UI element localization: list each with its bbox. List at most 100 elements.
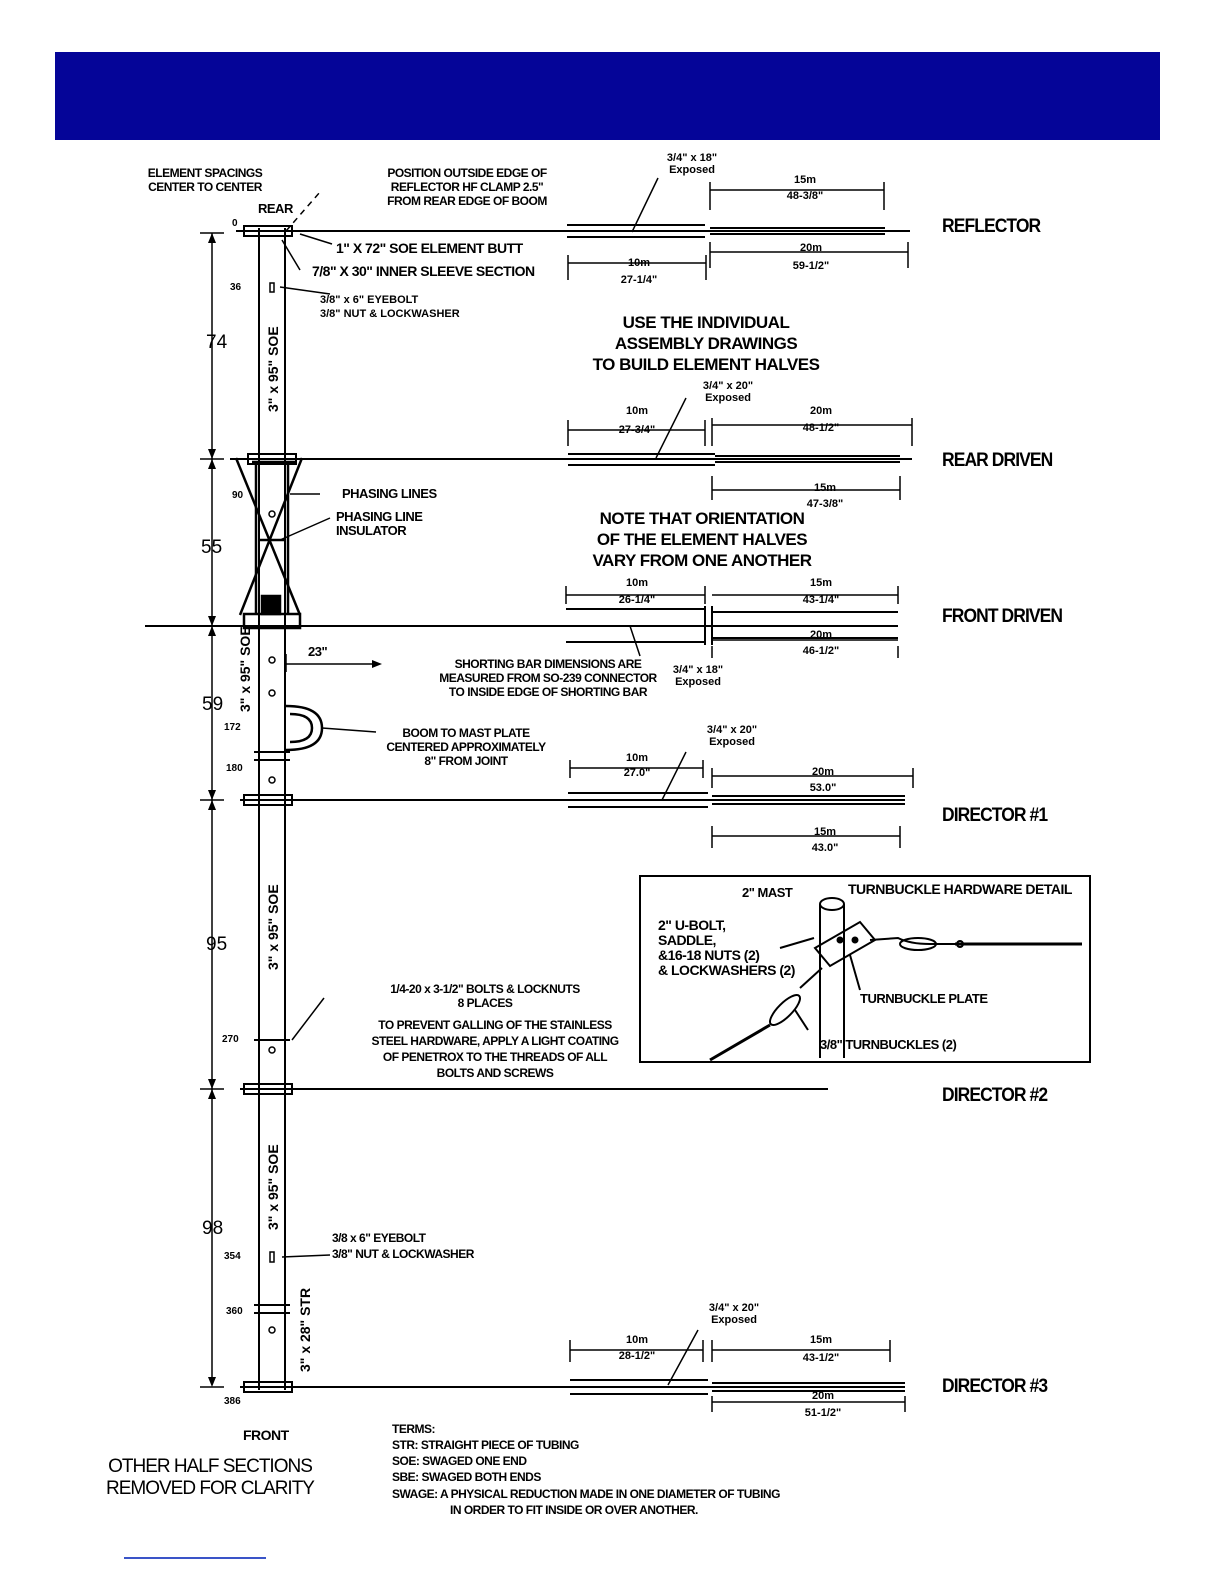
element-name-director-2: DIRECTOR #2 <box>942 1085 1048 1106</box>
mast-plate-note: BOOM TO MAST PLATE CENTERED APPROXIMATEL… <box>386 726 546 768</box>
director3-15m: 15m <box>809 1334 833 1346</box>
element-dimension-brackets <box>565 182 914 1412</box>
pos-180: 180 <box>226 763 243 774</box>
boom-label-3: 3" x 95" SOE <box>265 884 281 970</box>
boom-label-2: 3" x 95" SOE <box>237 626 253 712</box>
turnbuckle-detail-box <box>639 875 1091 1063</box>
shorting-bar-note: SHORTING BAR DIMENSIONS ARE MEASURED FRO… <box>439 657 657 699</box>
detail-mast-label: 2" MAST <box>742 885 793 900</box>
boom-label-1: 3" x 95" SOE <box>265 326 281 412</box>
director1-20m: 20m <box>811 766 835 778</box>
boom-tube <box>254 228 290 1390</box>
front-driven-exposed: 3/4" x 18" Exposed <box>672 664 724 688</box>
orientation-note: NOTE THAT ORIENTATION OF THE ELEMENT HAL… <box>592 509 812 570</box>
reflector-10m-value: 27-1/4" <box>620 274 658 286</box>
element-butt-label: 1" X 72" SOE ELEMENT BUTT <box>336 240 523 256</box>
rear-driven-20m-value: 48-1/2" <box>802 422 840 434</box>
rear-label: REAR <box>258 201 293 216</box>
detail-ubolt-label: 2" U-BOLT, SADDLE, &16-18 NUTS (2) & LOC… <box>658 917 795 978</box>
boom-label-4: 3" x 95" SOE <box>265 1144 281 1230</box>
front-driven-15m-value: 43-1/4" <box>802 594 840 606</box>
element-name-front-driven: FRONT DRIVEN <box>942 606 1063 627</box>
footer-rule <box>124 1557 266 1559</box>
eyebolt-label-2: 3/8 x 6" EYEBOLT 3/8" NUT & LOCKWASHER <box>332 1231 474 1261</box>
detail-turnbuckles-label: 3/8" TURNBUCKLES (2) <box>820 1037 957 1052</box>
element-name-reflector: REFLECTOR <box>942 216 1041 237</box>
phasing-line-structure <box>234 457 304 630</box>
rear-driven-15m: 15m <box>813 482 837 494</box>
director3-20m-value: 51-1/2" <box>804 1407 842 1419</box>
front-driven-10m-value: 26-1/4" <box>618 594 656 606</box>
terms-sbe: SBE: SWAGED BOTH ENDS <box>392 1470 541 1484</box>
phasing-lines-label: PHASING LINES <box>342 486 437 501</box>
element-tubes <box>145 224 912 1395</box>
rear-driven-exposed: 3/4" x 20" Exposed <box>702 380 754 404</box>
boom-bolt-holes <box>268 282 276 1334</box>
spacing-98: 98 <box>202 1218 224 1239</box>
spacing-74: 74 <box>206 332 228 353</box>
director1-exposed: 3/4" x 20" Exposed <box>706 724 758 748</box>
reflector-20m: 20m <box>799 242 823 254</box>
element-name-director-3: DIRECTOR #3 <box>942 1376 1048 1397</box>
director3-10m-value: 28-1/2" <box>618 1350 656 1362</box>
rear-driven-10m: 10m <box>625 405 649 417</box>
terms-swage: SWAGE: A PHYSICAL REDUCTION MADE IN ONE … <box>392 1487 780 1501</box>
phasing-insulator-label: PHASING LINE INSULATOR <box>336 509 423 538</box>
front-driven-10m: 10m <box>625 577 649 589</box>
pos-172: 172 <box>224 722 241 733</box>
boom-to-mast-plate <box>285 704 324 752</box>
inner-sleeve-label: 7/8" X 30" INNER SLEEVE SECTION <box>312 263 535 279</box>
pos-90: 90 <box>232 490 244 501</box>
terms-title: TERMS: <box>392 1422 436 1436</box>
pos-354: 354 <box>224 1251 241 1262</box>
leader-lines <box>279 177 699 1386</box>
terms-swage-continued: IN ORDER TO FIT INSIDE OR OVER ANOTHER. <box>450 1503 698 1517</box>
assembly-drawing-note: USE THE INDIVIDUAL ASSEMBLY DRAWINGS TO … <box>592 313 820 374</box>
director1-15m-value: 43.0" <box>811 842 839 854</box>
element-spacing-label: ELEMENT SPACINGS CENTER TO CENTER <box>147 166 263 194</box>
detail-title: TURNBUCKLE HARDWARE DETAIL <box>848 881 1072 897</box>
other-half-note: OTHER HALF SECTIONS REMOVED FOR CLARITY <box>106 1456 315 1499</box>
pos-386: 386 <box>224 1396 241 1407</box>
galling-note: TO PREVENT GALLING OF THE STAINLESS STEE… <box>371 1018 619 1080</box>
director1-15m: 15m <box>813 826 837 838</box>
director3-10m: 10m <box>625 1334 649 1346</box>
front-label: FRONT <box>243 1427 289 1443</box>
spacing-55: 55 <box>201 537 223 558</box>
reflector-exposed: 3/4" x 18" Exposed <box>666 152 718 176</box>
director3-15m-value: 43-1/2" <box>802 1352 840 1364</box>
shorting-bar-dimension: 23" <box>308 644 328 659</box>
terms-str: STR: STRAIGHT PIECE OF TUBING <box>392 1438 579 1452</box>
detail-plate-label: TURNBUCKLE PLATE <box>860 991 988 1006</box>
reflector-15m-value: 48-3/8" <box>786 190 824 202</box>
eyebolt-label-1: 3/8" x 6" EYEBOLT 3/8" NUT & LOCKWASHER <box>320 294 460 320</box>
reflector-position-note: POSITION OUTSIDE EDGE OF REFLECTOR HF CL… <box>387 166 547 208</box>
title-banner <box>55 52 1160 140</box>
director1-20m-value: 53.0" <box>809 782 837 794</box>
director1-10m: 10m <box>625 752 649 764</box>
bolts-note: 1/4-20 x 3-1/2" BOLTS & LOCKNUTS 8 PLACE… <box>390 982 580 1010</box>
pos-270: 270 <box>222 1034 239 1045</box>
reflector-10m: 10m <box>627 257 651 269</box>
pos-36: 36 <box>230 282 242 293</box>
rear-driven-20m: 20m <box>809 405 833 417</box>
front-driven-15m: 15m <box>809 577 833 589</box>
pos-0: 0 <box>232 218 238 229</box>
spacing-59: 59 <box>202 694 224 715</box>
front-driven-20m: 20m <box>809 629 833 641</box>
pos-360: 360 <box>226 1306 243 1317</box>
reflector-15m: 15m <box>793 174 817 186</box>
boom-label-5: 3" x 28" STR <box>297 1287 313 1372</box>
element-name-rear-driven: REAR DRIVEN <box>942 450 1053 471</box>
front-driven-20m-value: 46-1/2" <box>802 645 840 657</box>
director1-10m-value: 27.0" <box>623 767 651 779</box>
element-name-director-1: DIRECTOR #1 <box>942 805 1048 826</box>
reflector-20m-value: 59-1/2" <box>792 260 830 272</box>
director3-20m: 20m <box>811 1390 835 1402</box>
rear-driven-15m-value: 47-3/8" <box>806 498 844 510</box>
terms-soe: SOE: SWAGED ONE END <box>392 1454 527 1468</box>
rear-driven-10m-value: 27-3/4" <box>618 424 656 436</box>
director3-exposed: 3/4" x 20" Exposed <box>708 1302 760 1326</box>
spacing-95: 95 <box>206 934 228 955</box>
